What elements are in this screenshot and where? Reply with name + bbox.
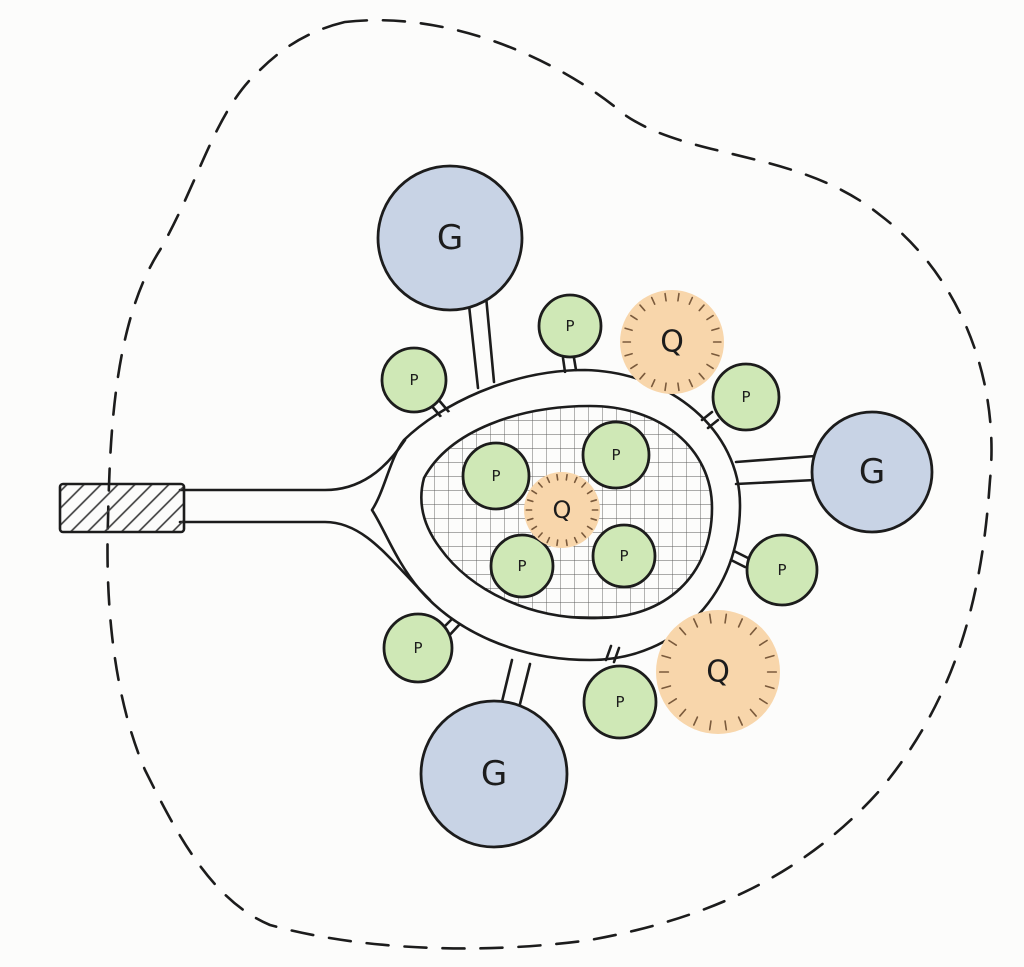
g-connectors [466, 294, 817, 714]
q-bottom-circle [656, 610, 780, 734]
p-inner-1-label: P [491, 467, 500, 485]
g-right-circle [810, 410, 934, 534]
g-bottom: G [419, 699, 569, 849]
p-inner-2-label: P [611, 446, 620, 464]
g-right: G [810, 410, 934, 534]
p-left-upper-circle [380, 346, 448, 414]
q-top-ticks [622, 292, 722, 392]
g-bottom-label: G [481, 754, 507, 794]
p-inner-1: P [461, 441, 531, 511]
q-bottom-label: Q [706, 655, 730, 690]
p-inner-1-circle [461, 441, 531, 511]
p-top-label: P [565, 317, 574, 335]
site-boundary [106, 18, 993, 950]
p-bottom-label: P [615, 693, 624, 711]
q-top: Q [620, 290, 724, 394]
p-left-upper-label: P [409, 371, 418, 389]
p-inner-4-label: P [619, 547, 628, 565]
p-inner-3-circle [489, 533, 555, 599]
p-right-upper-circle [711, 362, 781, 432]
p-right-lower-label: P [777, 561, 786, 579]
p-bottom-circle [582, 664, 658, 740]
g-top-left: G [376, 164, 524, 312]
p-left-lower: P [382, 612, 454, 684]
g-bottom-circle [419, 699, 569, 849]
q-center-circle [524, 472, 600, 548]
p-inner-3-label: P [517, 557, 526, 575]
nodes-layer: G G G P P P P P P P P P P Q Q Q [376, 164, 934, 849]
p-right-upper-label: P [741, 388, 750, 406]
q-top-label: Q [660, 325, 684, 360]
p-bottom: P [582, 664, 658, 740]
g-right-label: G [859, 452, 885, 492]
p-inner-2-circle [581, 420, 651, 490]
g-top-left-circle [376, 164, 524, 312]
p-left-upper: P [380, 346, 448, 414]
p-top-circle [537, 293, 603, 359]
q-center-label: Q [553, 496, 572, 524]
q-top-circle [620, 290, 724, 394]
entry-gate [58, 482, 186, 534]
p-inner-4: P [591, 523, 657, 589]
p-top: P [537, 293, 603, 359]
q-bottom-ticks [658, 613, 778, 731]
p-right-lower-circle [745, 533, 819, 607]
q-center-ticks [525, 473, 599, 547]
q-center: Q [524, 472, 600, 548]
g-top-left-label: G [437, 218, 463, 258]
p-left-lower-label: P [413, 639, 422, 657]
p-left-lower-circle [382, 612, 454, 684]
p-inner-3: P [489, 533, 555, 599]
p-right-upper: P [711, 362, 781, 432]
p-inner-4-circle [591, 523, 657, 589]
p-right-lower: P [745, 533, 819, 607]
q-bottom: Q [656, 610, 780, 734]
p-inner-2: P [581, 420, 651, 490]
